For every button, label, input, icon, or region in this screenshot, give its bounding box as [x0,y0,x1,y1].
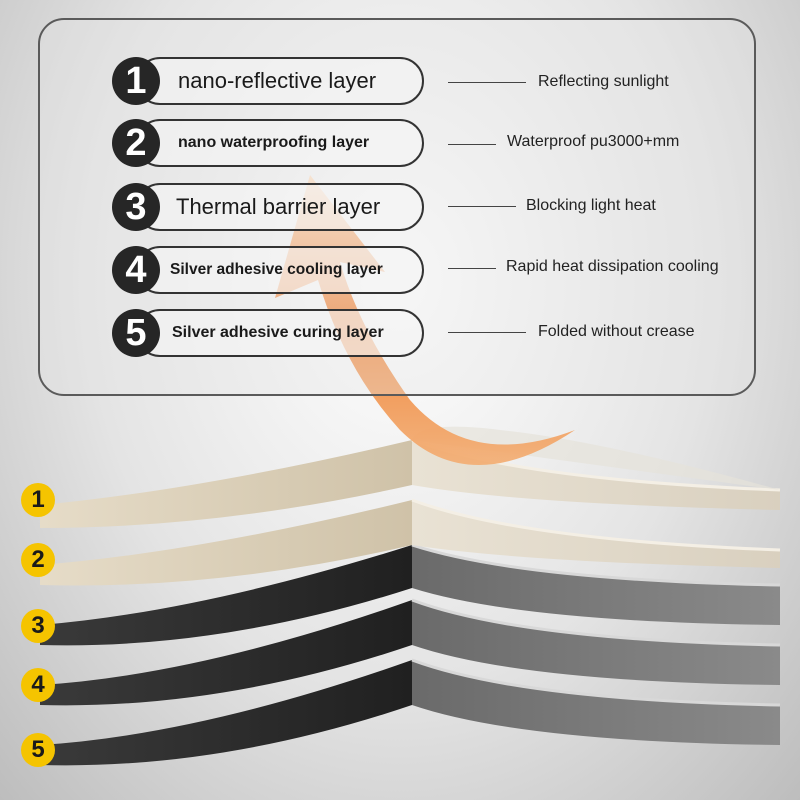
connector-line-4 [448,268,496,269]
layer-name-5: Silver adhesive curing layer [136,309,424,357]
layer-row-2: 2 nano waterproofing layer [112,119,424,167]
layer-name-2: nano waterproofing layer [136,119,424,167]
layer-desc-3: Blocking light heat [526,197,656,214]
fabric-layer-2 [40,498,781,586]
number-circle-3: 3 [112,183,160,231]
layer-row-3: 3 Thermal barrier layer [112,183,424,231]
layer-row-5: 5 Silver adhesive curing layer [112,309,424,357]
number-circle-4: 4 [112,246,160,294]
connector-line-5 [448,332,526,333]
layer-badge-1: 1 [21,483,55,517]
layer-badge-2: 2 [21,543,55,577]
layer-desc-1: Reflecting sunlight [538,73,669,90]
layer-badge-4: 4 [21,668,55,702]
layer-desc-5: Folded without crease [538,323,695,340]
connector-line-2 [448,144,496,145]
layer-desc-4: Rapid heat dissipation cooling [506,258,719,275]
number-circle-1: 1 [112,57,160,105]
layer-name-4: Silver adhesive cooling layer [136,246,424,294]
connector-line-1 [448,82,526,83]
fabric-layer-5 [40,658,781,766]
number-circle-2: 2 [112,119,160,167]
fabric-layer-3 [40,543,781,646]
layer-badge-3: 3 [21,609,55,643]
fabric-layer-4 [40,598,781,706]
layer-desc-2: Waterproof pu3000+mm [507,133,680,150]
layer-row-4: 4 Silver adhesive cooling layer [112,246,424,294]
layer-row-1: 1 nano-reflective layer [112,57,424,105]
connector-line-3 [448,206,516,207]
layer-name-3: Thermal barrier layer [136,183,424,231]
number-circle-5: 5 [112,309,160,357]
layer-badge-5: 5 [21,733,55,767]
layer-name-1: nano-reflective layer [136,57,424,105]
